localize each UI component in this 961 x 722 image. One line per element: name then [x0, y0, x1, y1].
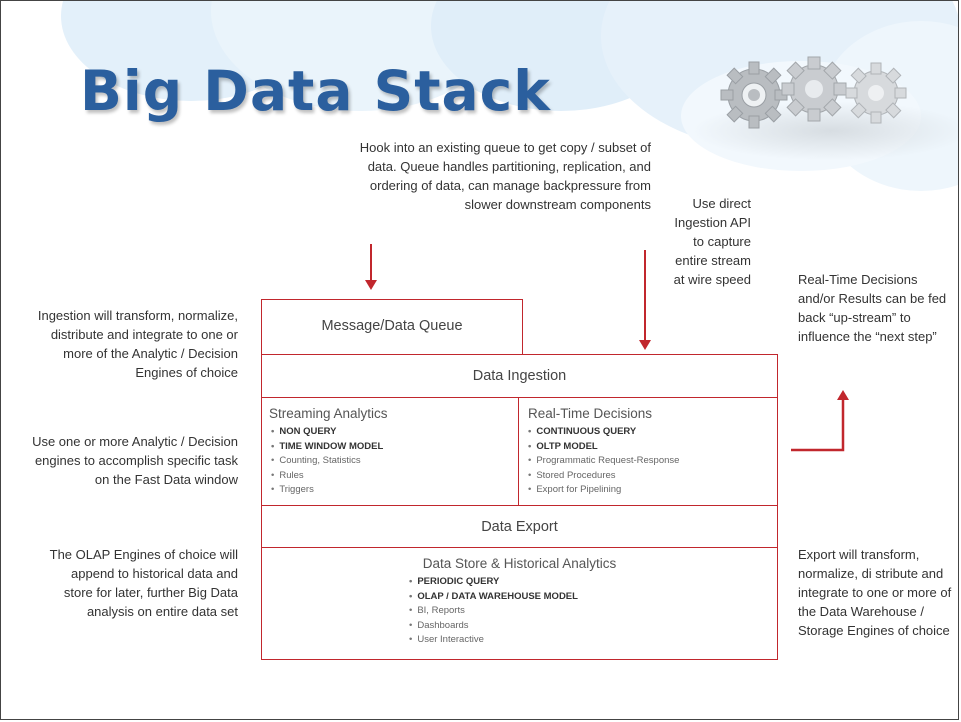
- list-item: Dashboards: [409, 619, 578, 634]
- data-ingestion-box: Data Ingestion: [261, 354, 778, 398]
- realtime-decisions-title: Real-Time Decisions: [528, 406, 653, 421]
- realtime-decisions-list: CONTINUOUS QUERY OLTP MODEL Programmatic…: [528, 425, 679, 498]
- list-item: Rules: [271, 469, 383, 484]
- list-item: PERIODIC QUERY: [409, 575, 578, 590]
- list-item: Programmatic Request-Response: [528, 454, 679, 469]
- realtime-feedback-note: Real-Time Decisions and/or Results can b…: [798, 272, 947, 344]
- list-item: Counting, Statistics: [271, 454, 383, 469]
- list-item: BI, Reports: [409, 604, 578, 619]
- data-export-label: Data Export: [481, 519, 558, 535]
- list-item: Export for Pipelining: [528, 483, 679, 498]
- data-ingestion-label: Data Ingestion: [472, 368, 567, 384]
- data-store-box: Data Store & Historical Analytics PERIOD…: [261, 547, 778, 660]
- direct-ingestion-note: Use direct Ingestion API to capture enti…: [673, 196, 751, 287]
- streaming-analytics-box: Streaming Analytics NON QUERY TIME WINDO…: [261, 397, 520, 507]
- message-queue-box: Message/Data Queue: [261, 299, 523, 356]
- feedback-arrow-icon: [791, 390, 849, 452]
- ingestion-note: Ingestion will transform, normalize, dis…: [37, 308, 238, 380]
- streaming-analytics-title: Streaming Analytics: [269, 406, 388, 421]
- list-item: User Interactive: [409, 633, 578, 648]
- data-export-box: Data Export: [261, 505, 778, 549]
- streaming-analytics-list: NON QUERY TIME WINDOW MODEL Counting, St…: [271, 425, 383, 498]
- realtime-decisions-box: Real-Time Decisions CONTINUOUS QUERY OLT…: [518, 397, 778, 507]
- list-item: OLAP / DATA WAREHOUSE MODEL: [409, 590, 578, 605]
- list-item: OLTP MODEL: [528, 440, 679, 455]
- arrow-down-icon: [365, 244, 377, 290]
- slide-title: Big Data Stack: [80, 59, 551, 123]
- list-item: Triggers: [271, 483, 383, 498]
- list-item: Stored Procedures: [528, 469, 679, 484]
- list-item: CONTINUOUS QUERY: [528, 425, 679, 440]
- data-store-title: Data Store & Historical Analytics: [422, 556, 617, 571]
- arrow-down-icon: [639, 250, 651, 350]
- engines-note: Use one or more Analytic / Decision engi…: [32, 434, 238, 487]
- list-item: TIME WINDOW MODEL: [271, 440, 383, 455]
- olap-note: The OLAP Engines of choice will append t…: [49, 547, 238, 619]
- message-queue-label: Message/Data Queue: [321, 318, 463, 334]
- gears-icon: [720, 56, 907, 129]
- list-item: NON QUERY: [271, 425, 383, 440]
- data-store-list: PERIODIC QUERY OLAP / DATA WAREHOUSE MOD…: [409, 575, 578, 648]
- queue-hook-note: Hook into an existing queue to get copy …: [359, 140, 651, 212]
- export-note: Export will transform, normalize, di str…: [798, 547, 952, 638]
